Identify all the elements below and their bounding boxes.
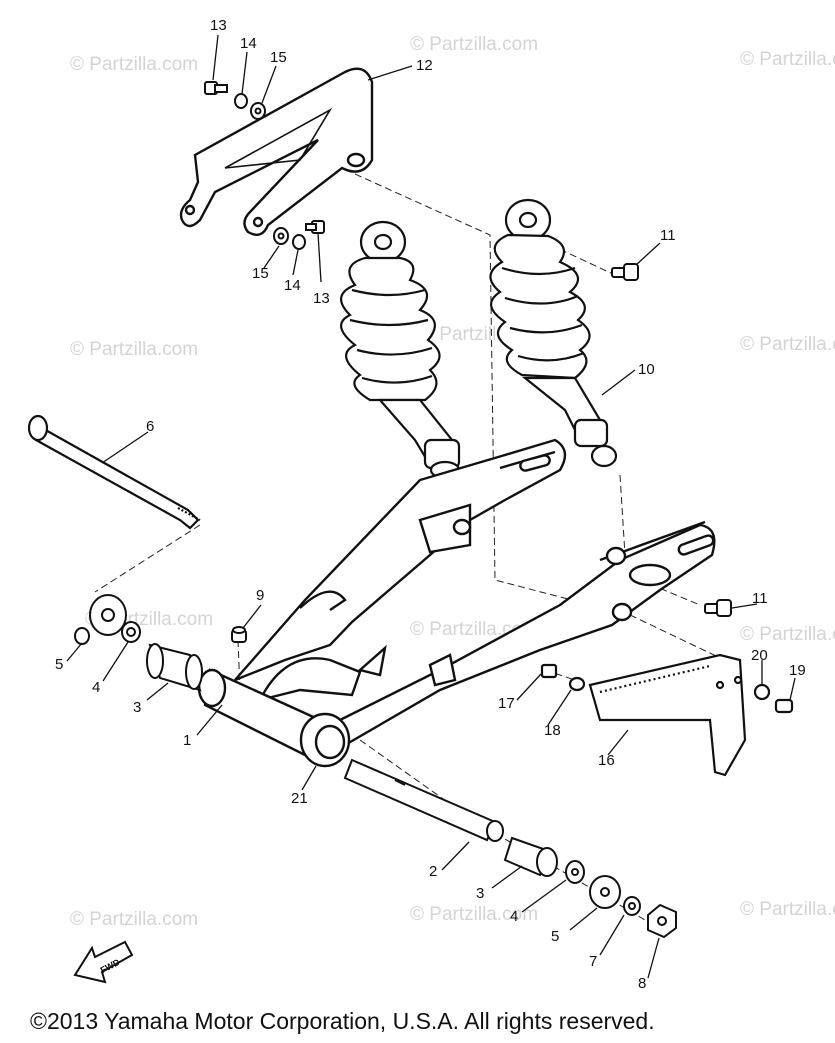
watermark: © Partzilla.com	[70, 909, 198, 930]
left-shock-absorber	[340, 220, 461, 480]
arm-bolt-lower-part-11	[704, 599, 732, 617]
right-shock-absorber-part-10	[489, 198, 618, 468]
rear-bracket-part-12	[179, 67, 374, 236]
callout-15: 15	[270, 49, 287, 66]
pivot-shaft-part-6	[27, 414, 201, 530]
callout-12: 12	[416, 57, 433, 74]
callout-6: 6	[146, 418, 154, 435]
fwd-arrow: FWD	[73, 940, 134, 984]
callout-8: 8	[638, 975, 646, 992]
watermark: © Partzilla.com	[410, 34, 538, 55]
swing-arm	[197, 438, 716, 768]
callout-11: 11	[752, 590, 768, 607]
callout-11: 11	[660, 227, 676, 244]
callout-9: 9	[256, 587, 264, 604]
rear-arm-exploded-diagram: © Partzilla.com © Partzilla.com © Partzi…	[27, 17, 835, 992]
watermark: © Partzilla.com	[410, 904, 538, 925]
callout-2: 2	[429, 863, 437, 880]
callout-4: 4	[510, 908, 518, 925]
callout-13: 13	[210, 17, 227, 34]
callout-3: 3	[476, 885, 484, 902]
copyright-notice: ©2013 Yamaha Motor Corporation, U.S.A. A…	[30, 1008, 655, 1034]
callout-15: 15	[252, 265, 269, 282]
right-pivot-parts	[343, 758, 677, 939]
callout-19: 19	[789, 662, 806, 679]
callout-18: 18	[544, 722, 561, 739]
callout-17: 17	[498, 695, 515, 712]
watermark: © Partzilla.com	[740, 334, 835, 355]
callout-5: 5	[55, 656, 63, 673]
callout-21: 21	[291, 790, 308, 807]
shock-bolt-upper-part-11	[611, 263, 639, 281]
watermark: © Partzilla.com	[740, 49, 835, 70]
callout-4: 4	[92, 679, 100, 696]
bracket-fasteners	[204, 81, 325, 250]
callout-3: 3	[133, 699, 141, 716]
watermark: © Partzilla.com	[70, 54, 198, 75]
callout-5: 5	[551, 928, 559, 945]
callout-20: 20	[751, 647, 768, 664]
callout-10: 10	[638, 361, 655, 378]
chain-guard-part-16	[540, 653, 794, 777]
callout-labels: 13 14 15 12 15 14 13 11 10 6 9 5 4 3 1 2…	[55, 17, 806, 992]
callout-14: 14	[240, 35, 257, 52]
callout-16: 16	[598, 752, 615, 769]
callout-leaders	[66, 34, 796, 979]
callout-13: 13	[313, 290, 330, 307]
fwd-arrow-icon	[73, 940, 134, 984]
left-pivot-parts	[74, 594, 203, 692]
grease-nipple-part-9	[231, 626, 247, 643]
watermark: © Partzilla.com	[740, 624, 835, 645]
callout-7: 7	[589, 953, 597, 970]
watermark: © Partzilla.com	[70, 339, 198, 360]
callout-14: 14	[284, 277, 301, 294]
watermark: © Partzilla.com	[740, 899, 835, 920]
callout-1: 1	[183, 732, 191, 749]
